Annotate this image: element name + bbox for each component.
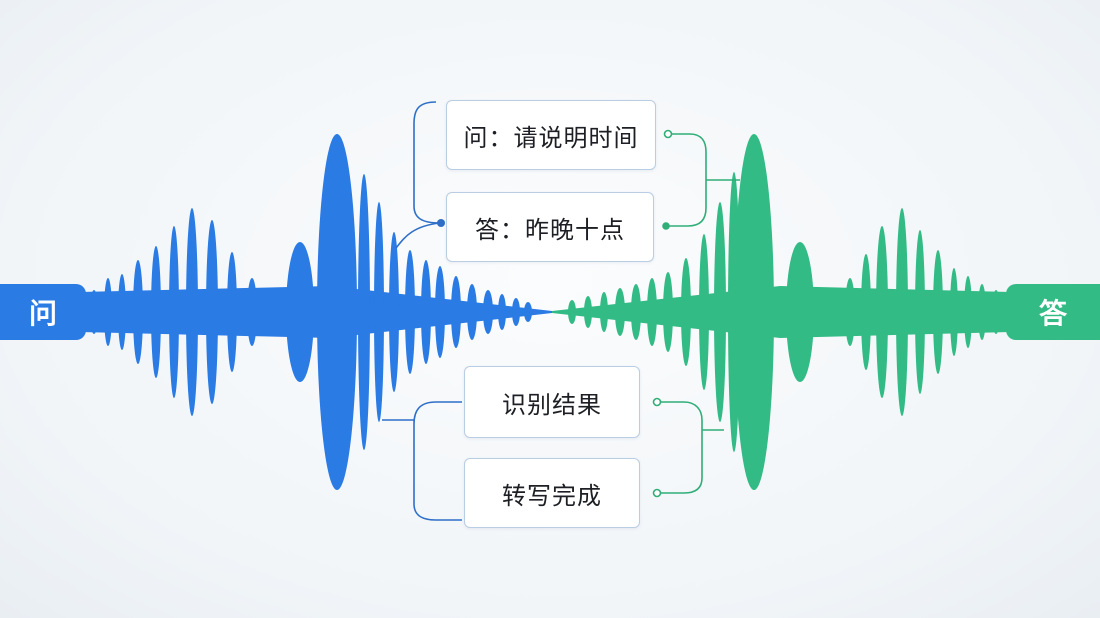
- upper-right-node-top: [663, 129, 673, 139]
- question-wave-peak: [118, 274, 126, 350]
- question-wave-peak: [435, 266, 445, 358]
- question-wave-peak: [227, 252, 237, 372]
- question-wave-peak: [206, 220, 218, 404]
- lower-left-bracket: [413, 401, 462, 521]
- answer-wave-peak: [734, 134, 774, 490]
- answer-wave-peak: [933, 250, 943, 374]
- question-tag: 问: [0, 284, 86, 340]
- question-wave-peak: [358, 174, 370, 450]
- upper-left-wave-link: [395, 222, 441, 249]
- answer-wave-peak: [876, 226, 888, 398]
- answer-tag: 答: [1006, 284, 1100, 340]
- question-wave-peak: [317, 134, 357, 490]
- upper-right-bracket: [668, 133, 707, 227]
- answer-wave-peak: [568, 300, 576, 324]
- answer-wave-band: [780, 286, 1010, 338]
- question-wave-peak: [169, 226, 179, 398]
- answer-wave-peak: [828, 288, 840, 336]
- question-wave-peak: [247, 278, 257, 346]
- lower-right-node-bottom: [652, 488, 662, 498]
- answer-wave-peak: [964, 276, 972, 348]
- question-wave-peak: [186, 208, 198, 416]
- answer-wave-peak: [600, 292, 608, 332]
- question-wave-peak: [286, 242, 314, 382]
- answer-wave-peak: [699, 234, 709, 390]
- answer-waveform: [552, 134, 1010, 490]
- question-wave-peak: [421, 260, 431, 364]
- answer-wave-peak: [978, 284, 986, 340]
- answer-wave-peak: [584, 296, 592, 328]
- answer-wave-peak: [631, 284, 641, 340]
- question-wave-peak: [133, 260, 143, 364]
- question-wave-peak: [451, 276, 461, 348]
- answer-wave-peak: [992, 290, 1000, 334]
- answer-wave-peak: [663, 272, 673, 352]
- question-wave-peak: [151, 246, 161, 378]
- question-wave-peak: [374, 202, 384, 422]
- question-waveform: [80, 134, 552, 490]
- answer-wave-peak: [615, 288, 625, 336]
- answer-wave-peak: [845, 278, 855, 346]
- question-wave-peak: [405, 250, 415, 374]
- lower-right-bracket: [660, 401, 703, 494]
- lower-right-node-top: [652, 397, 662, 407]
- question-wave-peak: [467, 284, 477, 340]
- question-wave-peak: [389, 232, 399, 392]
- answer-wave-peak: [861, 254, 871, 370]
- answer-wave-peak: [915, 230, 925, 394]
- upper-right-node-bottom: [662, 222, 670, 230]
- answer-wave-peak: [950, 268, 958, 356]
- transcription-done-box: 转写完成: [464, 458, 640, 528]
- question-wave-peak: [512, 298, 520, 326]
- question-wave-peak: [90, 290, 98, 334]
- question-prompt-box: 问：请说明时间: [446, 100, 656, 170]
- upper-left-node: [437, 219, 445, 227]
- recognition-result-box: 识别结果: [464, 366, 640, 438]
- answer-wave-peak: [896, 208, 908, 416]
- answer-wave-peak: [647, 278, 657, 346]
- upper-left-bracket: [413, 101, 441, 224]
- question-wave-peak: [483, 290, 493, 334]
- answer-text-box: 答：昨晚十点: [446, 192, 654, 262]
- answer-wave-peak: [714, 202, 726, 422]
- question-wave-peak: [524, 302, 532, 322]
- question-wave-peak: [498, 294, 506, 330]
- question-wave-peak: [262, 288, 274, 336]
- answer-wave-peak: [681, 258, 691, 366]
- answer-wave-peak: [786, 242, 814, 382]
- question-wave-peak: [104, 278, 112, 346]
